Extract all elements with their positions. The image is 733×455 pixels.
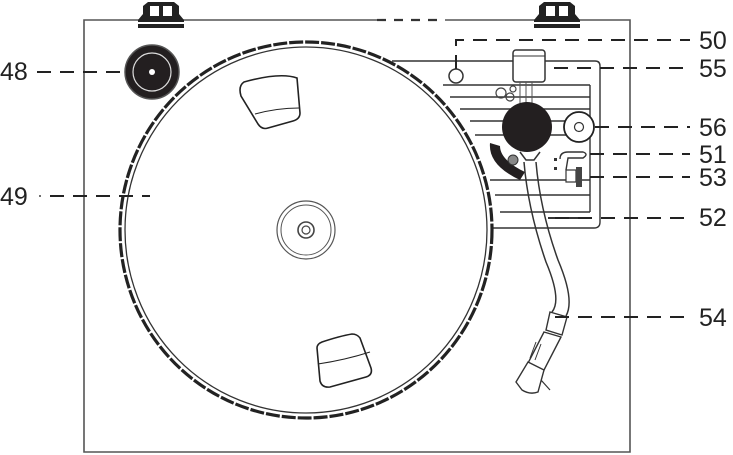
leader-50 xyxy=(455,39,690,69)
tonearm xyxy=(519,151,570,317)
platter-pad-bottom xyxy=(316,333,373,388)
base-outline xyxy=(83,19,631,453)
callout-54: 54 xyxy=(699,304,727,332)
cue-lever xyxy=(489,143,525,180)
callout-leaders xyxy=(37,39,690,318)
callout-50: 50 xyxy=(699,27,727,55)
callout-48: 48 xyxy=(0,58,28,86)
tonearm-pivot-top xyxy=(495,49,546,108)
callout-55: 55 xyxy=(699,55,727,83)
tonearm-clip xyxy=(559,151,587,171)
callout-51: 51 xyxy=(699,141,727,169)
callout-53: 53 xyxy=(699,164,727,192)
callout-49: 49 xyxy=(0,183,28,211)
tonearm-pivot-housing xyxy=(502,102,552,152)
auto-stop-switch xyxy=(565,167,582,187)
callout-56: 56 xyxy=(699,114,727,142)
cue-lever-post xyxy=(448,68,464,84)
callout-52: 52 xyxy=(699,204,727,232)
platter xyxy=(118,40,494,420)
headshell xyxy=(515,311,568,394)
platter-pad-top xyxy=(239,74,301,130)
hinge-left xyxy=(138,2,184,28)
counterweight xyxy=(563,111,595,143)
speed-selector-knob xyxy=(124,44,180,100)
hinge-right xyxy=(534,2,580,28)
